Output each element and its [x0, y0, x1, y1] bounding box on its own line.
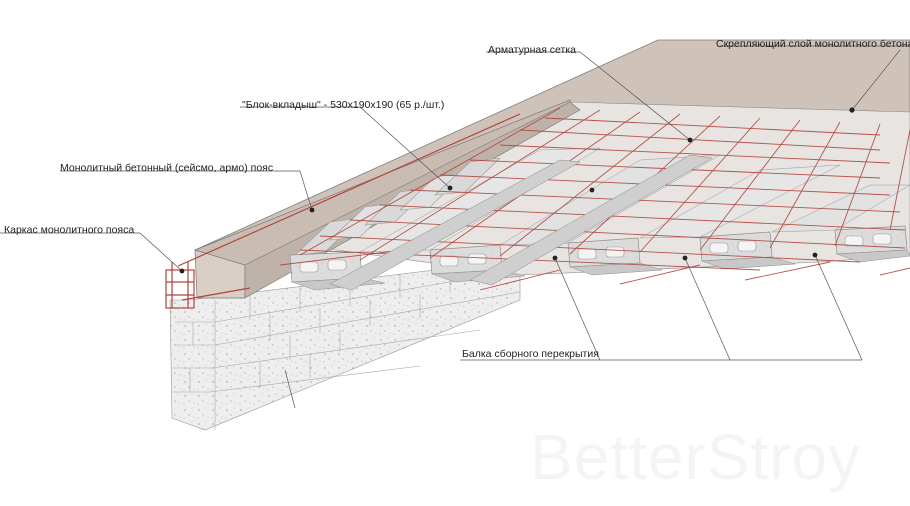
watermark: BetterStroy [530, 420, 861, 494]
label-belt: Монолитный бетонный (сейсмо, армо) пояс [60, 162, 274, 174]
label-belt-frame: Каркас монолитного пояса [4, 224, 135, 236]
label-binding-layer: Скрепляющий слой монолитного бетона [716, 38, 910, 50]
label-insert-block: "Блок-вкладыш" - 530х190х190 (65 р./шт.) [242, 99, 445, 111]
callout-leaders [0, 45, 910, 409]
label-mesh: Арматурная сетка [488, 44, 577, 56]
precast-beams [329, 154, 713, 291]
callout-dots [179, 107, 855, 274]
label-beam: Балка сборного перекрытия [462, 348, 599, 360]
